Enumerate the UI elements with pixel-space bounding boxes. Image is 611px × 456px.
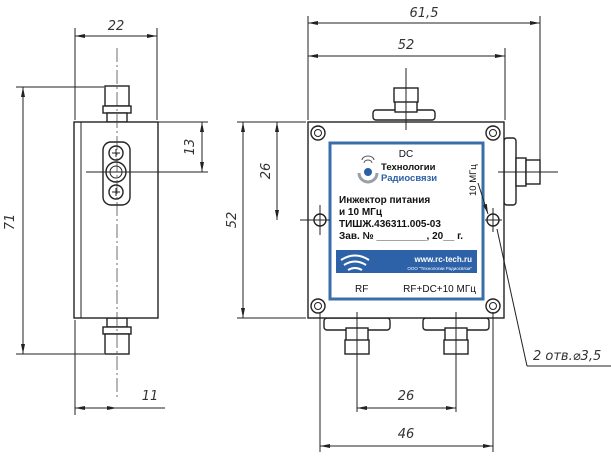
dim-side-height: 71 (3, 214, 18, 231)
side-view: 22 71 13 11 (3, 19, 208, 415)
dim-side-width: 22 (108, 19, 125, 34)
dim-overall-width: 61,5 (410, 6, 439, 21)
side-connector-flange (102, 141, 131, 206)
product-label: DC Технологии Радиосвязи 10 МГц Инжектор… (328, 141, 485, 301)
dim-mount-width: 46 (398, 427, 415, 442)
front-view: DC Технологии Радиосвязи 10 МГц Инжектор… (225, 6, 611, 452)
dc-connector (372, 87, 436, 121)
port-label-rf-dc: RF+DC+10 МГц (403, 284, 476, 295)
dim-body-height: 52 (225, 212, 240, 229)
part-number: ТИШЖ.436311.005-03 (339, 219, 441, 230)
port-label-10mhz: 10 МГц (468, 164, 479, 196)
serial-line: Зав. № _________, 20__ г. (339, 231, 463, 242)
dim-connector-spacing: 26 (398, 389, 415, 404)
dim-center-offset: 11 (142, 389, 159, 404)
website: www.rc-tech.ru (414, 255, 473, 264)
port-label-rf: RF (355, 284, 368, 295)
corner-screws (310, 125, 501, 314)
product-line1: Инжектор питания (339, 195, 430, 206)
product-line2: и 10 МГц (339, 207, 383, 218)
dim-hole-height: 26 (259, 163, 274, 180)
dim-connector-offset: 13 (183, 139, 198, 156)
brand-logo-icon (357, 155, 379, 184)
dim-body-width: 52 (398, 38, 415, 53)
company-name: ООО "Технологии Радиосвязи" (407, 266, 472, 271)
wireless-icon (340, 254, 370, 271)
brand-line2: Радиосвязи (381, 173, 437, 184)
brand-line1: Технологии (381, 162, 436, 173)
hole-callout: 2 отв.⌀3,5 (533, 349, 601, 364)
port-label-dc: DC (399, 149, 413, 160)
